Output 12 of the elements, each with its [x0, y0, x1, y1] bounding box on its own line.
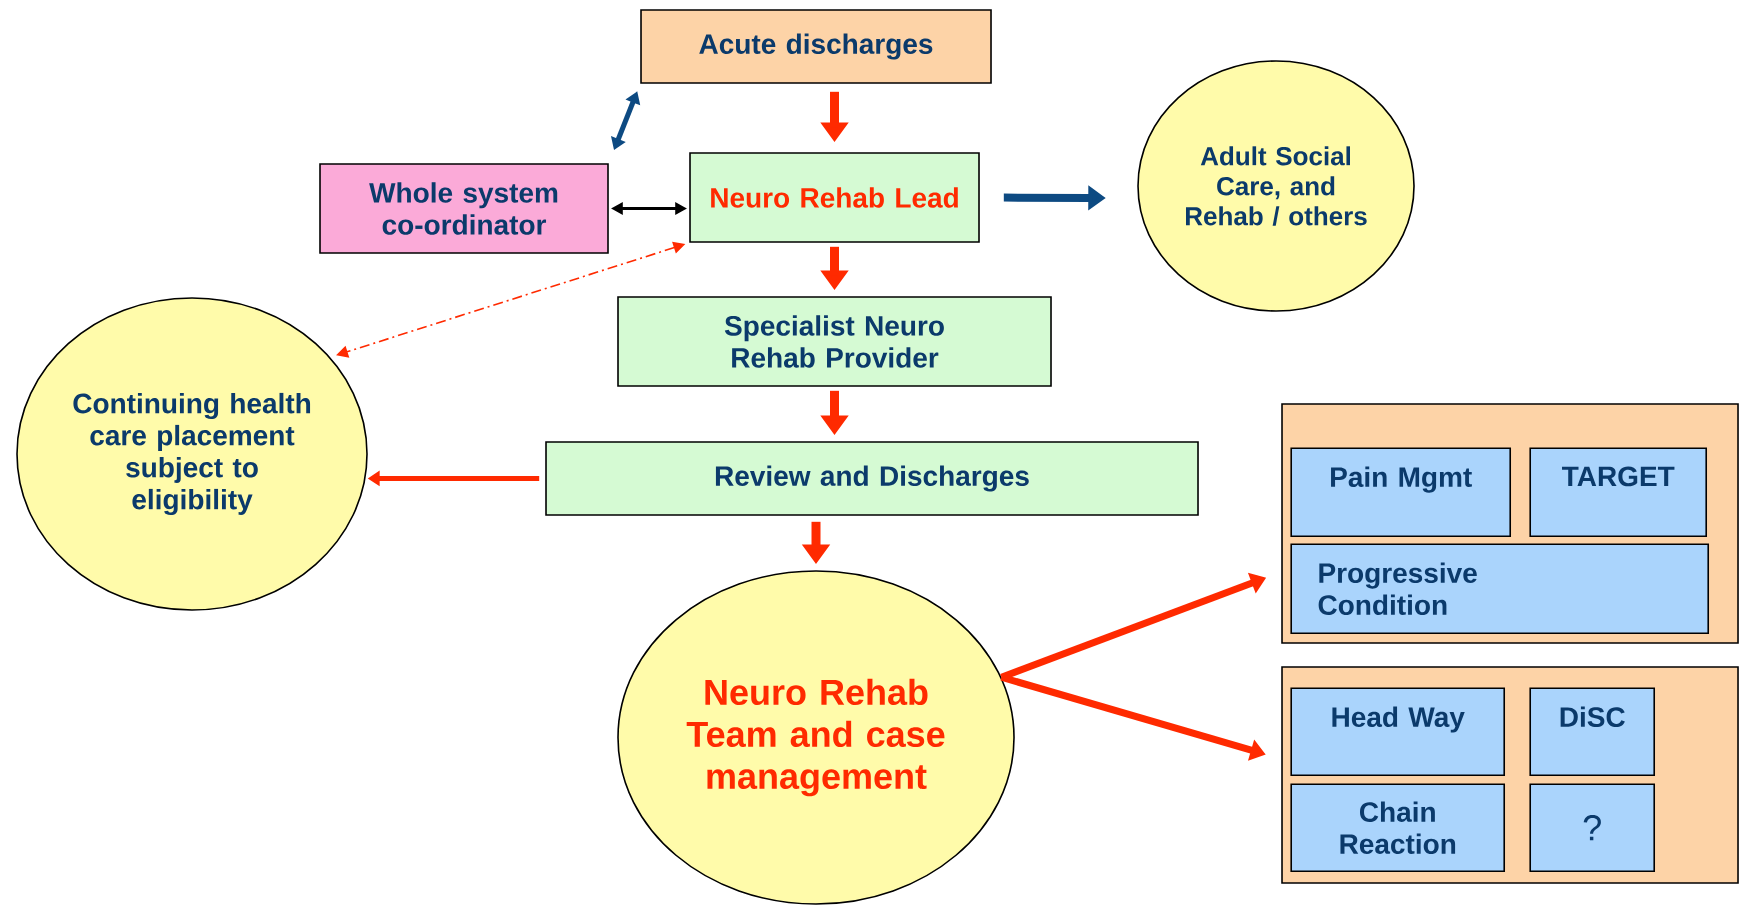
process-box: Review and Discharges	[545, 441, 1199, 516]
service-box: TARGET	[1529, 447, 1707, 537]
service-box: Pain Mgmt	[1290, 447, 1511, 537]
process-box: Neuro Rehab Lead	[689, 152, 980, 243]
service-box: ?	[1529, 783, 1655, 872]
service-box: Head Way	[1290, 687, 1505, 776]
service-box: DiSC	[1529, 687, 1655, 776]
service-box: Progressive Condition	[1290, 543, 1709, 634]
process-box: Acute discharges	[640, 9, 992, 84]
process-box: Whole system co-ordinator	[319, 163, 609, 254]
process-box: Specialist Neuro Rehab Provider	[617, 296, 1052, 387]
service-box: Chain Reaction	[1290, 783, 1505, 872]
